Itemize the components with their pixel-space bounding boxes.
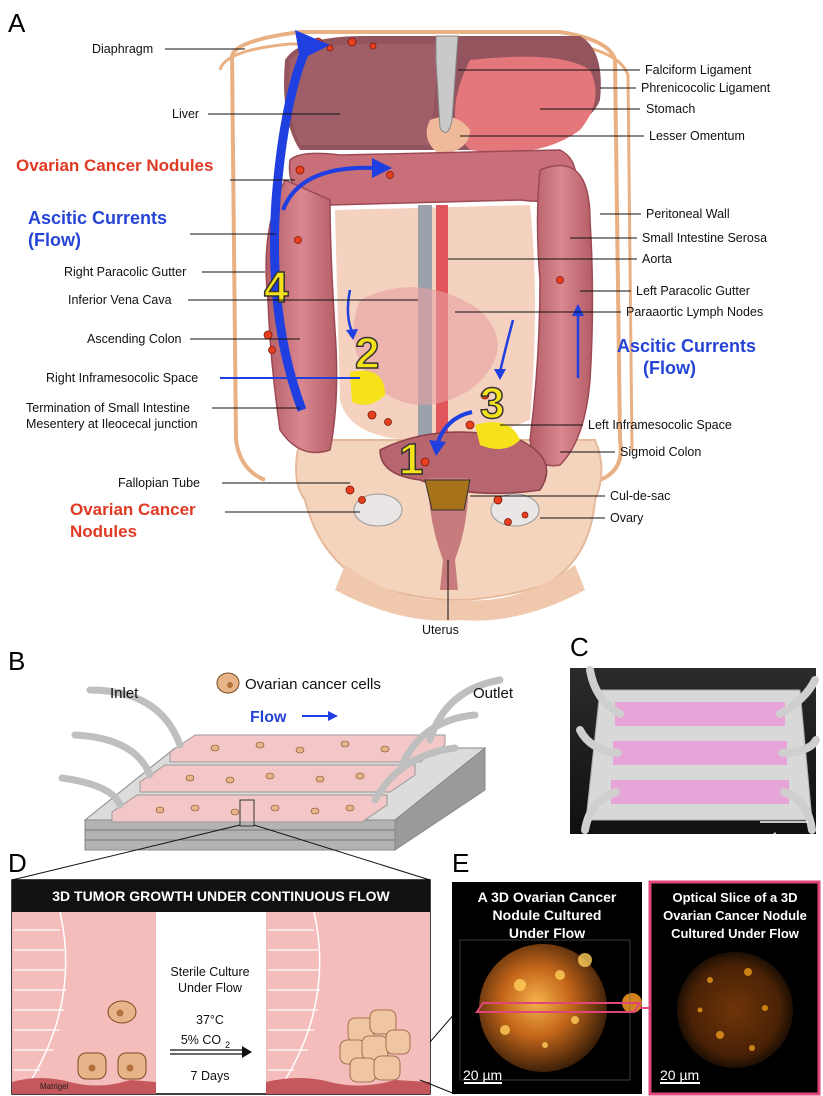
label-uterus: Uterus bbox=[422, 623, 459, 637]
label-condition-1: Sterile Culture bbox=[170, 965, 249, 979]
panel-a-label: A bbox=[8, 8, 26, 38]
panel-e-right-title-line1: Optical Slice of a 3D bbox=[673, 890, 798, 905]
label-small-intestine-serosa: Small Intestine Serosa bbox=[642, 231, 767, 245]
label-liver: Liver bbox=[172, 107, 199, 121]
label-right-inframesocolic-space: Right Inframesocolic Space bbox=[46, 371, 198, 385]
label-left-paracolic-gutter: Left Paracolic Gutter bbox=[636, 284, 750, 298]
flow-step-1: 1 bbox=[399, 435, 423, 484]
label-ascending-colon: Ascending Colon bbox=[87, 332, 182, 346]
chamber-before bbox=[12, 912, 156, 1094]
callout-currents-right-line1: Ascitic Currents bbox=[617, 336, 756, 356]
label-matrigel: Matrigel bbox=[40, 1082, 69, 1091]
flow-arrow-icon bbox=[302, 711, 338, 721]
label-diaphragm: Diaphragm bbox=[92, 42, 153, 56]
flow-step-4: 4 bbox=[264, 263, 289, 312]
label-inlet: Inlet bbox=[110, 685, 139, 702]
label-temperature: 37°C bbox=[196, 1013, 224, 1027]
panel-e-right-title-line2: Ovarian Cancer Nodule bbox=[663, 908, 807, 923]
flow-step-2: 2 bbox=[355, 329, 379, 378]
label-left-inframesocolic-space: Left Inframesocolic Space bbox=[588, 418, 732, 432]
panel-d-title: 3D TUMOR GROWTH UNDER CONTINUOUS FLOW bbox=[52, 888, 390, 904]
label-ovary: Ovary bbox=[610, 511, 644, 525]
label-termination-line2: Mesentery at Ileocecal junction bbox=[26, 417, 198, 431]
microfluidic-device bbox=[62, 680, 500, 850]
callout-currents-right-line2: (Flow) bbox=[643, 358, 696, 378]
label-falciform-ligament: Falciform Ligament bbox=[645, 63, 752, 77]
panel-d-label: D bbox=[8, 848, 27, 878]
callout-nodules-bottom-line2: Nodules bbox=[70, 522, 137, 541]
label-right-paracolic-gutter: Right Paracolic Gutter bbox=[64, 265, 186, 279]
callout-currents-left-line2: (Flow) bbox=[28, 230, 81, 250]
label-scale-1cm: 1cm bbox=[772, 831, 793, 843]
label-scale-left: 20 µm bbox=[463, 1067, 502, 1083]
label-phrenicocolic-ligament: Phrenicocolic Ligament bbox=[641, 81, 771, 95]
label-peritoneal-wall: Peritoneal Wall bbox=[646, 207, 730, 221]
panel-e-left-title-line1: A 3D Ovarian Cancer bbox=[478, 889, 617, 905]
label-co2: 5% CO bbox=[181, 1033, 222, 1047]
panel-e-right-title-line3: Cultured Under Flow bbox=[671, 926, 800, 941]
panel-c-label: C bbox=[570, 632, 589, 662]
panel-e-label: E bbox=[452, 848, 469, 878]
label-lesser-omentum: Lesser Omentum bbox=[649, 129, 745, 143]
callout-nodules-top: Ovarian Cancer Nodules bbox=[16, 156, 213, 175]
label-flow: Flow bbox=[250, 709, 287, 726]
chamber-after bbox=[266, 912, 430, 1094]
label-aorta: Aorta bbox=[642, 252, 672, 266]
label-condition-2: Under Flow bbox=[178, 981, 243, 995]
label-duration: 7 Days bbox=[191, 1069, 230, 1083]
label-termination-line1: Termination of Small Intestine bbox=[26, 401, 190, 415]
label-cells-legend: Ovarian cancer cells bbox=[245, 676, 381, 693]
callout-currents-left-line1: Ascitic Currents bbox=[28, 208, 167, 228]
cell-legend-icon bbox=[217, 673, 239, 693]
panel-e-left-title-line3: Under Flow bbox=[509, 925, 585, 941]
abdomen-illustration bbox=[220, 30, 632, 621]
label-paraaortic-lymph-nodes: Paraaortic Lymph Nodes bbox=[626, 305, 763, 319]
label-scale-right: 20 µm bbox=[660, 1067, 699, 1083]
label-co2-subscript: 2 bbox=[225, 1040, 230, 1050]
flow-step-3: 3 bbox=[480, 379, 504, 428]
label-fallopian-tube: Fallopian Tube bbox=[118, 476, 200, 490]
callout-nodules-bottom-line1: Ovarian Cancer bbox=[70, 500, 196, 519]
label-outlet: Outlet bbox=[473, 685, 514, 702]
label-stomach: Stomach bbox=[646, 102, 695, 116]
panel-b-label: B bbox=[8, 646, 25, 676]
label-cul-de-sac: Cul-de-sac bbox=[610, 489, 670, 503]
panel-e-left-title-line2: Nodule Cultured bbox=[493, 907, 602, 923]
label-sigmoid-colon: Sigmoid Colon bbox=[620, 445, 701, 459]
label-inferior-vena-cava: Inferior Vena Cava bbox=[68, 293, 172, 307]
device-photo bbox=[570, 668, 816, 834]
